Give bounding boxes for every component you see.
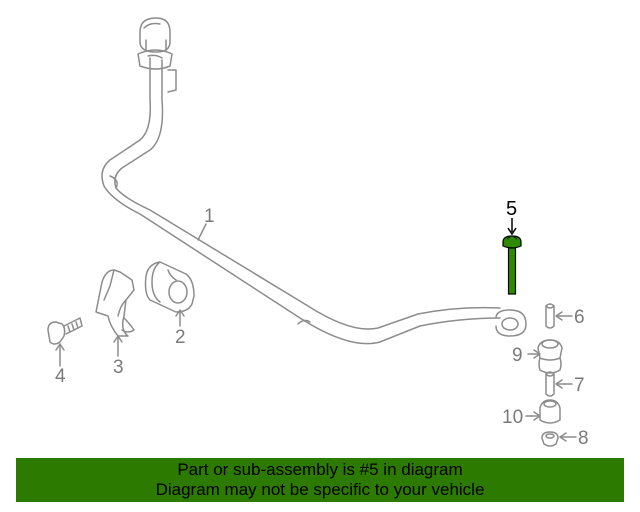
callout-5: 5 <box>506 198 517 220</box>
callout-6: 6 <box>574 307 585 328</box>
highlighted-bolt-part-5 <box>502 218 522 295</box>
sleeve-upper <box>545 303 555 329</box>
callout-4: 4 <box>55 366 66 387</box>
diagram-notice-banner: Part or sub-assembly is #5 in diagram Di… <box>16 458 624 502</box>
callout-7: 7 <box>574 375 585 396</box>
bushing-bracket <box>95 269 135 337</box>
stabilizer-bushing <box>144 261 195 313</box>
insulator-lower <box>539 399 561 424</box>
nut <box>541 431 559 447</box>
sleeve-lower <box>545 371 555 397</box>
insulator-upper <box>537 339 563 374</box>
callout-3: 3 <box>113 357 124 378</box>
callout-1: 1 <box>204 206 215 227</box>
callout-2: 2 <box>175 327 186 348</box>
banner-line-1: Part or sub-assembly is #5 in diagram <box>177 460 463 479</box>
leader-lines <box>55 223 577 442</box>
stabilizer-bar <box>101 17 527 345</box>
callout-9: 9 <box>512 345 523 366</box>
banner-line-2: Diagram may not be specific to your vehi… <box>155 480 485 499</box>
callout-10: 10 <box>502 407 523 428</box>
callout-8: 8 <box>578 428 589 449</box>
bracket-bolt <box>47 317 83 345</box>
